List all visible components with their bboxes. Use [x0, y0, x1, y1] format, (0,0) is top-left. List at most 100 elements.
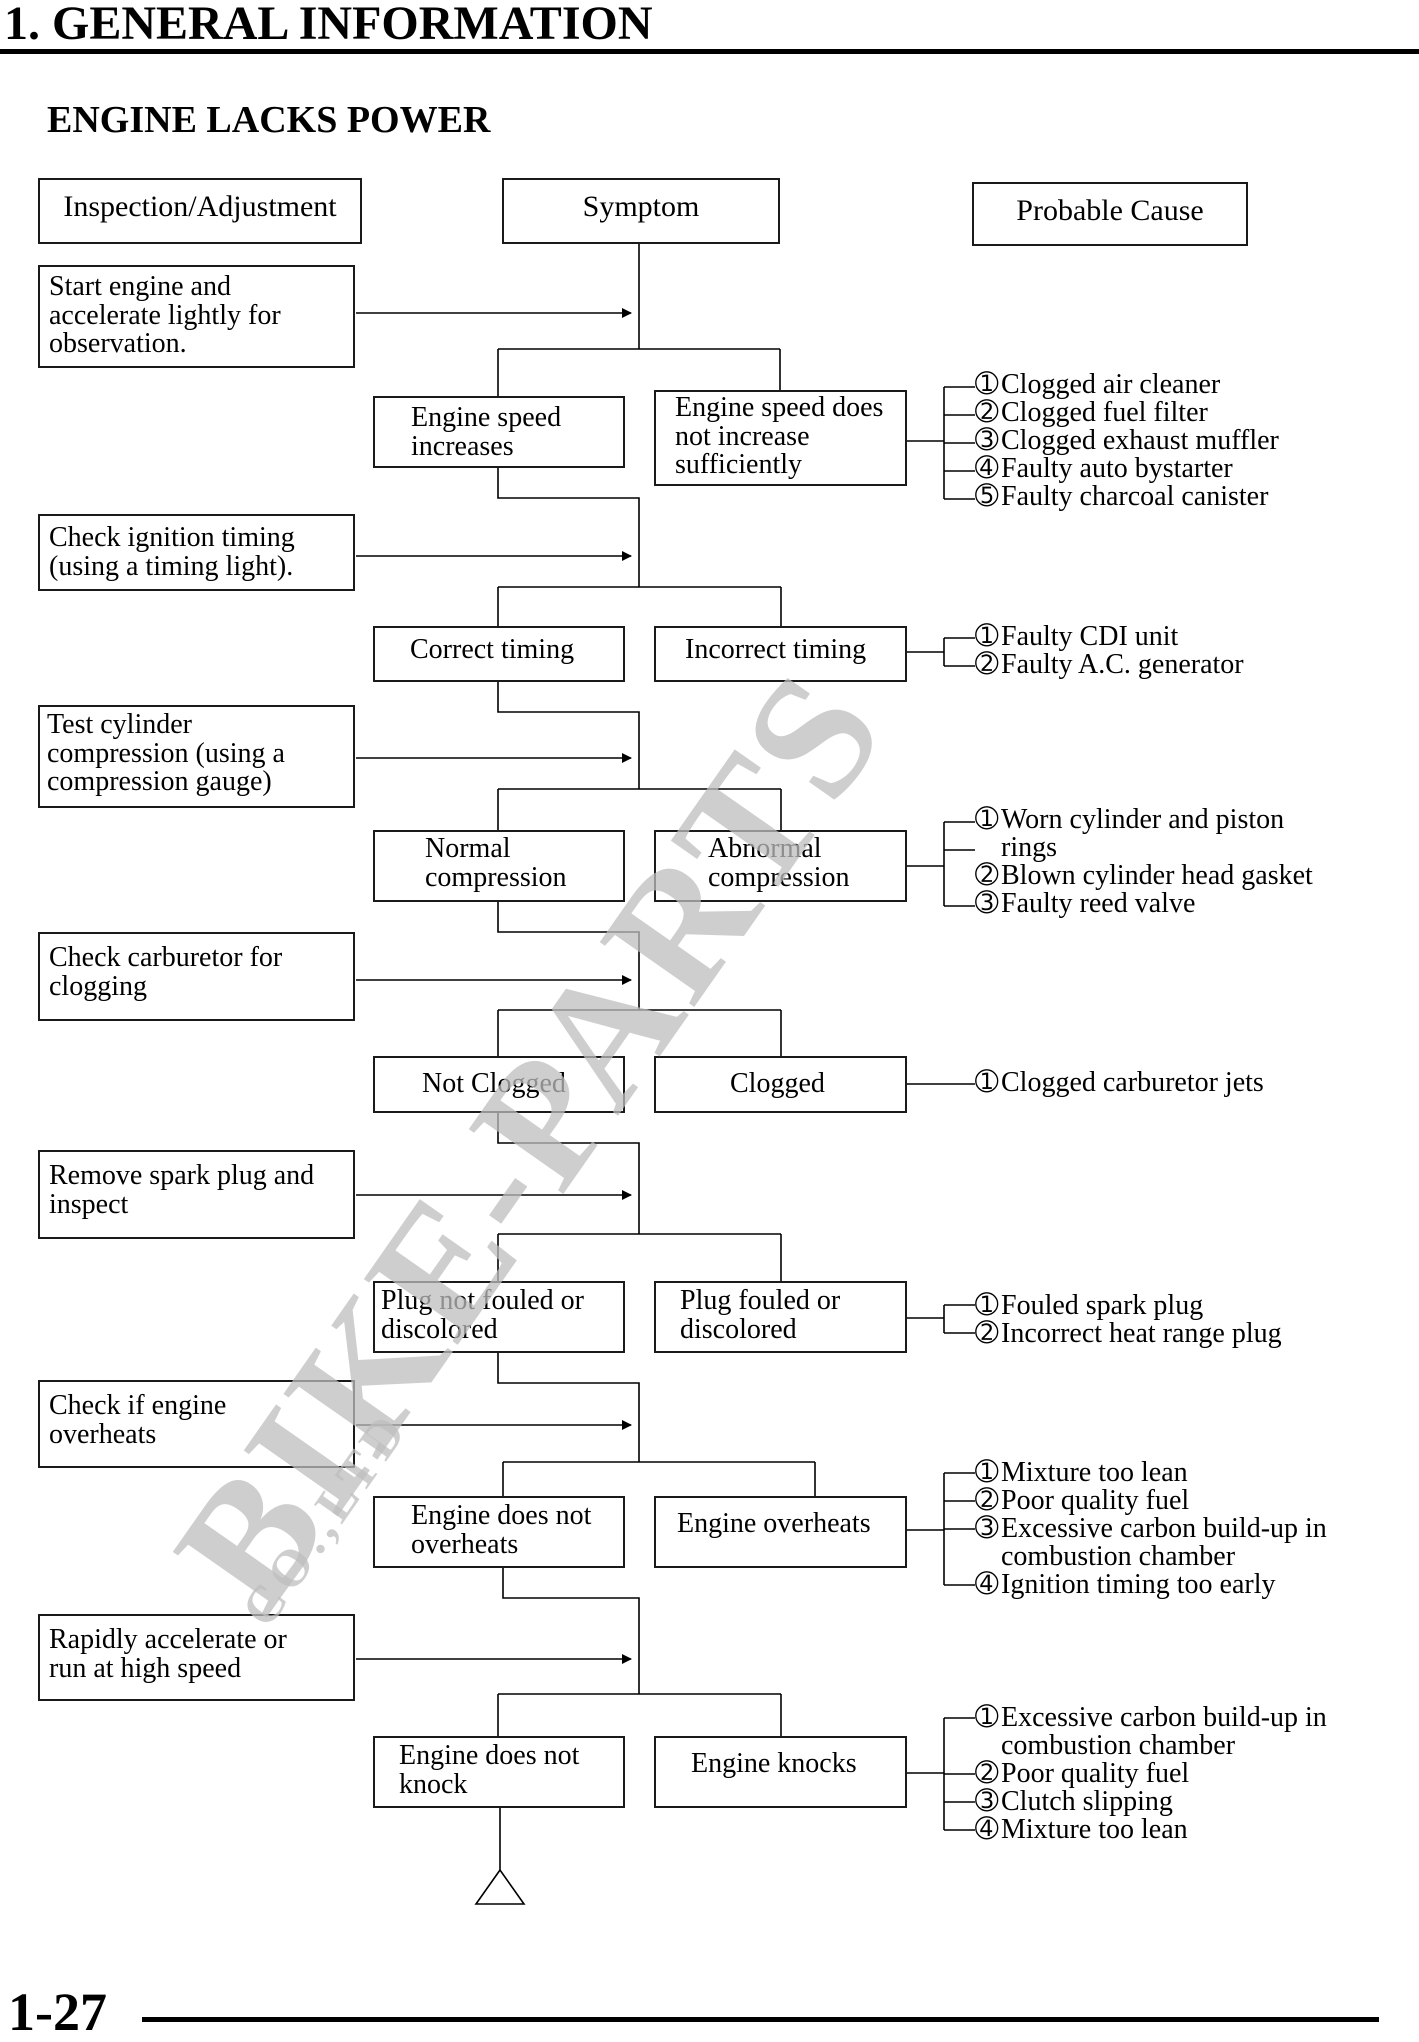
header-rule [0, 49, 1419, 54]
symptom-ng-box-4: Clogged [654, 1056, 907, 1113]
column-header-inspection-label: Inspection/Adjustment [63, 190, 337, 223]
cause-item: ➁Clogged fuel filter [975, 399, 1279, 427]
cause-number: ➀ [975, 804, 999, 835]
cause-text: Worn cylinder and piston [1001, 804, 1285, 835]
inspection-box-5: Remove spark plug and inspect [38, 1150, 355, 1239]
cause-item: ➂Clogged exhaust muffler [975, 427, 1279, 455]
cause-item: ➁Poor quality fuel [975, 1487, 1327, 1515]
symptom-ok-text-3: Normal compression [425, 833, 567, 893]
symptom-ng-box-7: Engine knocks [654, 1736, 907, 1808]
column-header-cause: Probable Cause [972, 182, 1248, 246]
inspection-text-4: Check carburetor for clogging [49, 942, 283, 1002]
cause-number: ➃ [975, 1814, 999, 1845]
cause-number: ➃ [975, 453, 999, 484]
symptom-ng-text-7: Engine knocks [691, 1748, 857, 1779]
cause-item: ➀Excessive carbon build-up in [975, 1704, 1327, 1732]
flow-line [497, 1113, 640, 1234]
cause-text: Ignition timing too early [1001, 1569, 1276, 1600]
section-title: ENGINE LACKS POWER [47, 99, 491, 141]
footer-rule [142, 2017, 1379, 2022]
inspection-box-1: Start engine and accelerate lightly for … [38, 265, 355, 368]
cause-item: ➂Faulty reed valve [975, 890, 1313, 918]
cause-item: ➃Faulty auto bystarter [975, 455, 1279, 483]
cause-item: ➃Ignition timing too early [975, 1571, 1327, 1599]
symptom-ok-box-3: Normal compression [373, 830, 625, 902]
cause-number: ➀ [975, 1702, 999, 1733]
cause-text: combustion chamber [1001, 1541, 1236, 1572]
cause-number: ➀ [975, 1290, 999, 1321]
cause-number: ➂ [975, 1786, 999, 1817]
inspection-text-7: Rapidly accelerate or run at high speed [49, 1624, 287, 1684]
symptom-ng-text-3: Abnormal compression [708, 833, 850, 893]
cause-number: ➁ [975, 649, 999, 680]
cause-item: ➁Blown cylinder head gasket [975, 862, 1313, 890]
symptom-ok-box-1: Engine speed increases [373, 396, 625, 468]
symptom-ng-box-3: Abnormal compression [654, 830, 907, 902]
inspection-text-1: Start engine and accelerate lightly for … [49, 271, 281, 360]
cause-text: Clogged fuel filter [1001, 397, 1208, 428]
end-triangle [474, 1868, 526, 1905]
cause-item: ➀Fouled spark plug [975, 1292, 1282, 1320]
flow-line [502, 1568, 640, 1694]
symptom-ng-text-1: Engine speed does not increase sufficien… [675, 392, 884, 481]
cause-item: ➀Worn cylinder and piston [975, 806, 1313, 834]
symptom-ok-text-1: Engine speed increases [411, 402, 562, 462]
cause-text: Mixture too lean [1001, 1814, 1188, 1845]
flow-line [497, 1353, 640, 1462]
cause-item: ➁Poor quality fuel [975, 1760, 1327, 1788]
inspection-box-7: Rapidly accelerate or run at high speed [38, 1614, 355, 1701]
symptom-ng-box-6: Engine overheats [654, 1496, 907, 1568]
symptom-ng-box-1: Engine speed does not increase sufficien… [654, 390, 907, 486]
inspection-box-2: Check ignition timing (using a timing li… [38, 514, 355, 591]
cause-item: ➁Faulty A.C. generator [975, 651, 1244, 679]
cause-list-4: ➀Clogged carburetor jets [975, 1069, 1264, 1097]
cause-text: Clogged carburetor jets [1001, 1067, 1264, 1098]
cause-item: ➀Clogged carburetor jets [975, 1069, 1264, 1097]
symptom-ok-text-5: Plug not fouled or discolored [381, 1285, 584, 1345]
symptom-ok-box-6: Engine does not overheats [373, 1496, 625, 1568]
cause-number: ➁ [975, 1485, 999, 1516]
cause-text: rings [1001, 832, 1057, 863]
cause-number: ➂ [975, 1513, 999, 1544]
flow-line [497, 468, 640, 587]
inspection-text-3: Test cylinder compression (using a compr… [47, 709, 285, 798]
symptom-ng-box-5: Plug fouled or discolored [654, 1281, 907, 1353]
cause-text: Fouled spark plug [1001, 1290, 1204, 1321]
cause-text: Faulty charcoal canister [1001, 481, 1269, 512]
cause-text: Clogged exhaust muffler [1001, 425, 1279, 456]
cause-text: Poor quality fuel [1001, 1758, 1190, 1789]
cause-text: Faulty auto bystarter [1001, 453, 1233, 484]
cause-number: ➀ [975, 369, 999, 400]
symptom-ok-box-7: Engine does not knock [373, 1736, 625, 1808]
cause-list-3: ➀Worn cylinder and piston rings ➁Blown c… [975, 806, 1313, 918]
cause-text: Mixture too lean [1001, 1457, 1188, 1488]
cause-number: ➀ [975, 1457, 999, 1488]
cause-number: ➄ [975, 481, 999, 512]
cause-text: Faulty A.C. generator [1001, 649, 1244, 680]
cause-number: ➁ [975, 1318, 999, 1349]
symptom-ok-text-4: Not Clogged [422, 1068, 566, 1099]
inspection-text-2: Check ignition timing (using a timing li… [49, 522, 295, 582]
symptom-ng-text-5: Plug fouled or discolored [680, 1285, 841, 1345]
cause-number: ➁ [975, 397, 999, 428]
cause-number: ➂ [975, 425, 999, 456]
cause-item: combustion chamber [975, 1543, 1327, 1571]
cause-item: ➃Mixture too lean [975, 1816, 1327, 1844]
cause-list-2: ➀Faulty CDI unit ➁Faulty A.C. generator [975, 623, 1244, 679]
cause-list-5: ➀Fouled spark plug ➁Incorrect heat range… [975, 1292, 1282, 1348]
cause-list-7: ➀Excessive carbon build-up in combustion… [975, 1704, 1327, 1844]
flow-line [497, 682, 640, 789]
symptom-ok-box-2: Correct timing [373, 626, 625, 682]
cause-item: ➀Faulty CDI unit [975, 623, 1244, 651]
symptom-ok-text-2: Correct timing [410, 634, 575, 665]
inspection-box-4: Check carburetor for clogging [38, 932, 355, 1021]
symptom-ng-text-6: Engine overheats [677, 1508, 871, 1539]
inspection-box-3: Test cylinder compression (using a compr… [38, 705, 355, 808]
cause-item: ➄Faulty charcoal canister [975, 483, 1279, 511]
page-number: 1-27 [8, 1982, 107, 2042]
symptom-ng-text-2: Incorrect timing [685, 634, 867, 665]
cause-item: rings [975, 834, 1313, 862]
cause-text: combustion chamber [1001, 1730, 1236, 1761]
cause-number: ➁ [975, 860, 999, 891]
